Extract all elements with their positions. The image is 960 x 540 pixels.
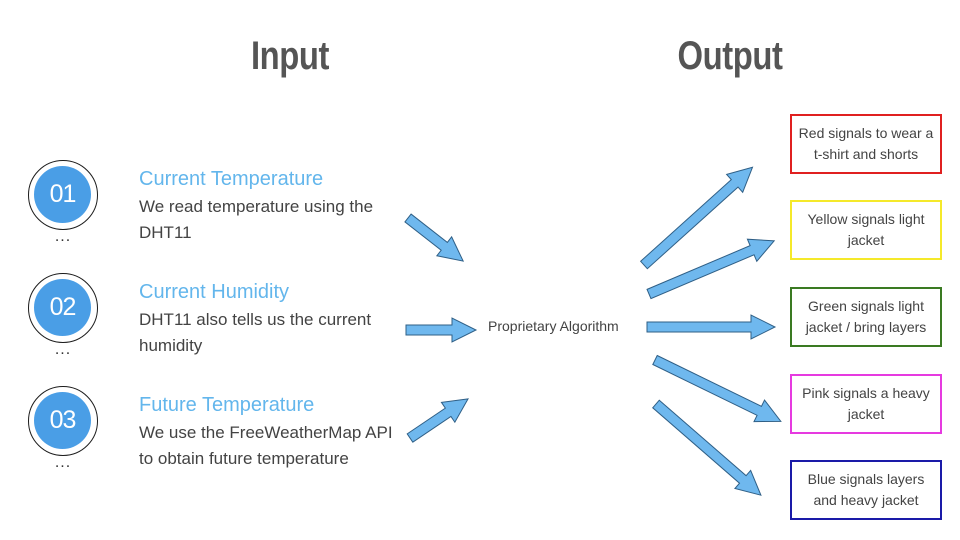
more-dots-icon: ... [54,228,72,245]
output-green-box: Green signals light jacket / bring layer… [790,287,942,347]
step-title: Current Temperature [139,168,324,190]
step-badge: 01 [28,160,98,230]
step-title: Future Temperature [139,394,315,416]
output-heading: Output [677,34,783,78]
output-red-box: Red signals to wear a t-shirt and shorts [790,114,942,174]
arrow-icon [646,238,776,300]
arrow-icon [639,166,754,270]
output-blue-box: Blue signals layers and heavy jacket [790,460,942,520]
step-number: 01 [34,166,91,223]
step-number: 03 [34,392,91,449]
arrow-icon [405,317,478,343]
input-step-3: 03 ... Future Temperature We use the Fre… [28,386,448,486]
step-description: We read temperature using the DHT11 [139,197,374,242]
step-number: 02 [34,279,91,336]
input-heading: Input [250,34,330,78]
arrow-icon [652,399,762,496]
arrow-icon [406,398,469,443]
input-step-1: 01 ... Current Temperature We read tempe… [28,160,448,260]
arrow-icon [404,213,465,262]
more-dots-icon: ... [54,454,72,471]
more-dots-icon: ... [54,341,72,358]
step-title: Current Humidity [139,281,290,303]
step-description: DHT11 also tells us the current humidity [139,310,372,355]
algorithm-label: Proprietary Algorithm [488,318,619,334]
step-badge: 03 [28,386,98,456]
output-pink-box: Pink signals a heavy jacket [790,374,942,434]
arrow-icon [652,354,782,423]
output-yellow-box: Yellow signals light jacket [790,200,942,260]
step-badge: 02 [28,273,98,343]
step-description: We use the FreeWeatherMap API to obtain … [139,423,393,468]
arrow-icon [646,314,777,340]
input-step-2: 02 ... Current Humidity DHT11 also tells… [28,273,448,373]
